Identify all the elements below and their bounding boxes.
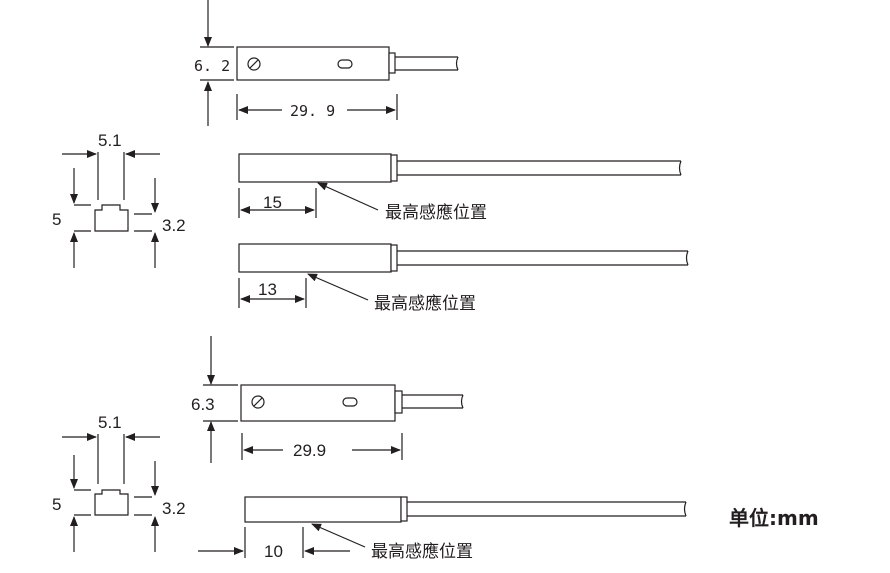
screw-icon [251,395,265,409]
mid1-height-label: 5 [52,210,61,229]
top-height-dimension [200,0,234,126]
top-height-label: 6. 2 [194,57,230,75]
mid1-slot-label: 3.2 [162,216,186,235]
lower-sensor [240,384,464,422]
bottom-offset-label: 10 [264,542,283,561]
sensor-led-icon [342,397,358,407]
unit-label: 单位:mm [729,506,819,530]
lower-height-dimension [203,336,238,463]
mid1-offset-dimension [238,182,379,218]
mid1-sensing-label: 最高感應位置 [385,202,487,223]
bottom-slot-label: 3.2 [162,499,186,518]
cross-section-lower [62,433,160,552]
lower-height-label: 6.3 [191,395,215,414]
mid2-offset-label: 13 [258,280,277,299]
mid1-width-label: 5.1 [98,131,122,150]
mid1-offset-label: 15 [263,193,282,212]
cross-section-upper [62,150,160,268]
lower-length-dimension [241,433,403,460]
screw-icon [247,57,261,71]
bottom-width-label: 5.1 [98,413,122,432]
bottom-offset-dimension [198,523,366,558]
top-sensor [236,46,459,81]
bottom-height-label: 5 [52,495,61,514]
mid2-sensing-label: 最高感應位置 [374,293,476,314]
bottom-sensing-label: 最高感應位置 [371,541,473,562]
bottom-sensor [244,496,687,523]
top-length-dimension [236,94,398,120]
mid-sensor-2 [238,243,689,273]
mid-sensor-1 [238,153,682,183]
lower-length-label: 29.9 [293,441,326,460]
sensor-led-icon [337,59,353,69]
top-length-label: 29. 9 [290,102,335,120]
mid2-offset-dimension [238,273,369,308]
